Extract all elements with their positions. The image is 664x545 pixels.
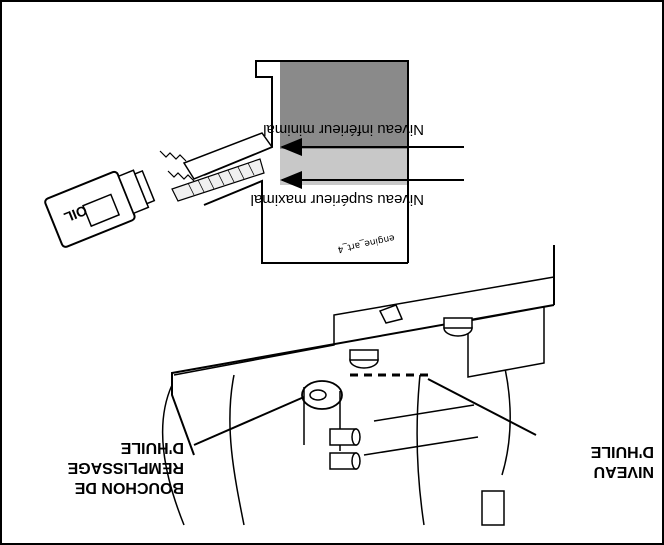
fill-tube-threads [159, 150, 195, 182]
fill-tube [182, 132, 274, 180]
label-bouchon-line3: D'HUILE [120, 439, 184, 456]
oil-level-band-upper [280, 61, 408, 149]
engine-small-block [481, 490, 505, 526]
label-bouchon-line1: BOUCHON DE [74, 479, 184, 496]
oil-fill-boss [301, 380, 343, 451]
level-arrows [280, 138, 464, 189]
label-niveau-huile-line1: NIVEAU [594, 463, 654, 480]
leader-bouchon [193, 396, 305, 446]
label-niveau-huile-line2: D'HUILE [590, 443, 654, 460]
figure-code: engine_art_4 [336, 232, 395, 254]
housing-inner-wall [261, 77, 273, 255]
engine-flange [173, 276, 555, 376]
arrow-head-inferieur [280, 138, 302, 156]
fitting-2 [329, 452, 361, 470]
engine-rib-2 [373, 404, 475, 422]
engine-top-plate [171, 245, 555, 456]
leader-niveau-huile [427, 378, 537, 436]
arrow-head-superieur [280, 171, 302, 189]
engine-rib-1 [363, 436, 479, 456]
engine-bracket [467, 306, 545, 378]
engine-body-curve-far-right [161, 384, 185, 526]
label-bouchon-line2: REMPLISSAGE [67, 459, 184, 476]
engine-crankcase [161, 245, 555, 526]
dipstick-hatch [187, 162, 255, 196]
dipstick-inset: OIL Niveau supérieur maximal Niveau infé… [44, 60, 464, 264]
bolt-3 [378, 304, 404, 324]
engine-body-curve-mid [416, 374, 425, 526]
dipstick-rod [171, 158, 265, 202]
label-niveau-inferieur: Niveau inférieur minimal [263, 121, 424, 138]
label-niveau-superieur: Niveau supérieur maximal [251, 191, 424, 208]
fitting-1 [329, 428, 361, 446]
bolt-1 [349, 349, 379, 369]
oil-cap: OIL [44, 169, 156, 248]
callouts: NIVEAU D'HUILE BOUCHON DE REMPLISSAGE D'… [67, 378, 654, 496]
engine-body-curve-right [229, 374, 245, 526]
bolt-2 [443, 317, 473, 337]
